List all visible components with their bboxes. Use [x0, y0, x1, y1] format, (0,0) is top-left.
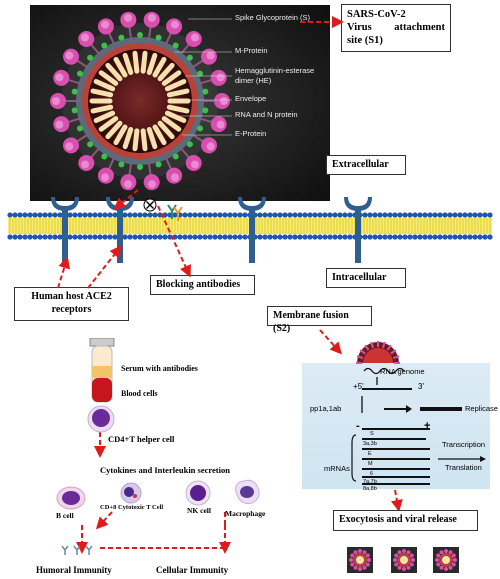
attachment-line2a: Virus	[347, 22, 372, 34]
membrane-fusion-box: Membrane fusion (S2)	[267, 306, 372, 334]
ace2-receptor-icon	[344, 197, 372, 263]
attachment-line2b: attachment	[394, 22, 445, 34]
arrow-ace2-left	[57, 256, 70, 289]
nk-cell-icon	[185, 480, 211, 506]
gene-e: E	[368, 451, 372, 457]
attachment-site-box: SARS-CoV-2 Virus attachment site (S1)	[341, 4, 451, 52]
fusing-virus-icon	[356, 341, 400, 364]
blocking-label: Blocking antibodies	[156, 279, 241, 290]
macrophage-label: Macrophage	[225, 509, 266, 518]
cd4-cell-icon	[87, 405, 115, 433]
ace2-line2: receptors	[51, 303, 92, 315]
label-m-protein: M-Protein	[235, 46, 268, 55]
macrophage-icon	[235, 479, 260, 504]
attachment-line1: SARS-CoV-2	[347, 9, 406, 20]
five-prime-label: +5'	[353, 382, 364, 391]
gene-3a3b: 3a,3b	[363, 441, 377, 447]
blood-tube-icon	[89, 338, 115, 403]
arrow-exocytosis	[390, 489, 403, 512]
virus-image	[30, 5, 330, 201]
cd4-label: CD4+T helper cell	[108, 434, 175, 444]
minus-label: -	[356, 420, 360, 432]
gene-m: M	[368, 461, 373, 467]
humoral-immunity-label: Humoral Immunity	[36, 565, 112, 575]
intracellular-label: Intracellular	[332, 272, 387, 283]
blood-cells-label: Blood cells	[121, 389, 158, 398]
cellular-immunity-label: Cellular Immunity	[156, 565, 229, 575]
replication-diagram	[351, 367, 486, 485]
ace2-receptor-box: Human host ACE2 receptors	[14, 287, 129, 321]
antibody-icon	[143, 198, 157, 212]
virion-icon	[391, 547, 417, 573]
label-hemagglutinin-esterase: Hemagglutinin-esterase	[235, 66, 315, 75]
arrow-virus-to-receptor	[113, 189, 139, 210]
cd8-cell-icon	[120, 482, 142, 504]
arrow-cytokine-down	[95, 511, 113, 530]
label-rna-n-protein: RNA and N protein	[235, 110, 298, 119]
antibody-icon	[167, 204, 183, 221]
gene-8a8b: 8a,8b	[363, 486, 377, 492]
replicase-label: Replicase	[465, 404, 498, 413]
cell-membrane	[7, 197, 493, 263]
transcription-label: Transcription	[442, 440, 486, 449]
virus-illustration	[30, 5, 330, 201]
cytokines-label: Cytokines and Interleukin secretion	[100, 465, 230, 475]
exocytosis-label: Exocytosis and viral release	[339, 514, 457, 525]
released-virions	[347, 547, 459, 573]
virion-icon	[347, 547, 373, 573]
arrow-blocking	[157, 205, 191, 278]
b-cell-icon	[56, 486, 86, 510]
gene-s: S	[370, 431, 374, 437]
extracellular-label: Extracellular	[332, 159, 389, 170]
virion-icon	[433, 547, 459, 573]
nk-cell-label: NK cell	[187, 506, 211, 515]
three-prime-label: 3'	[418, 382, 424, 391]
arrow-membrane-fusion	[319, 329, 343, 355]
label-spike-glycoprotein: Spike Glycoprotein (S)	[235, 13, 311, 22]
ace2-receptor-icon	[51, 197, 79, 263]
membrane-fusion-label: Membrane fusion (S2)	[273, 310, 349, 334]
ace2-receptor-icon	[106, 197, 134, 263]
b-cell-label: B cell	[56, 511, 74, 520]
blocking-antibodies-box: Blocking antibodies	[150, 275, 255, 295]
antibodies-icon	[61, 545, 93, 555]
mrnas-label: mRNAs	[324, 464, 350, 473]
gene-6: 6	[370, 471, 374, 477]
extracellular-box: Extracellular	[326, 155, 406, 175]
label-e-protein: E-Protein	[235, 129, 267, 138]
rna-genome-label: RNA genome	[380, 367, 425, 376]
ace2-receptor-icon	[238, 197, 266, 263]
pp1a-label: pp1a,1ab	[310, 404, 342, 413]
label-envelope: Envelope	[235, 94, 267, 103]
arrow-ace2-right	[87, 245, 122, 289]
cd8-label: CD+8 Cytotoxic T Cell	[100, 504, 164, 511]
plus-label: +	[424, 420, 431, 432]
exocytosis-box: Exocytosis and viral release	[333, 510, 478, 531]
serum-label: Serum with antibodies	[121, 364, 198, 373]
translation-label: Translation	[445, 463, 482, 472]
label-he-dimer: dimer (HE)	[235, 76, 272, 85]
intracellular-box: Intracellular	[326, 268, 406, 288]
ace2-line1: Human host ACE2	[31, 291, 112, 302]
attachment-line3: site (S1)	[347, 35, 383, 47]
gene-7a7b: 7a,7b	[363, 479, 377, 485]
